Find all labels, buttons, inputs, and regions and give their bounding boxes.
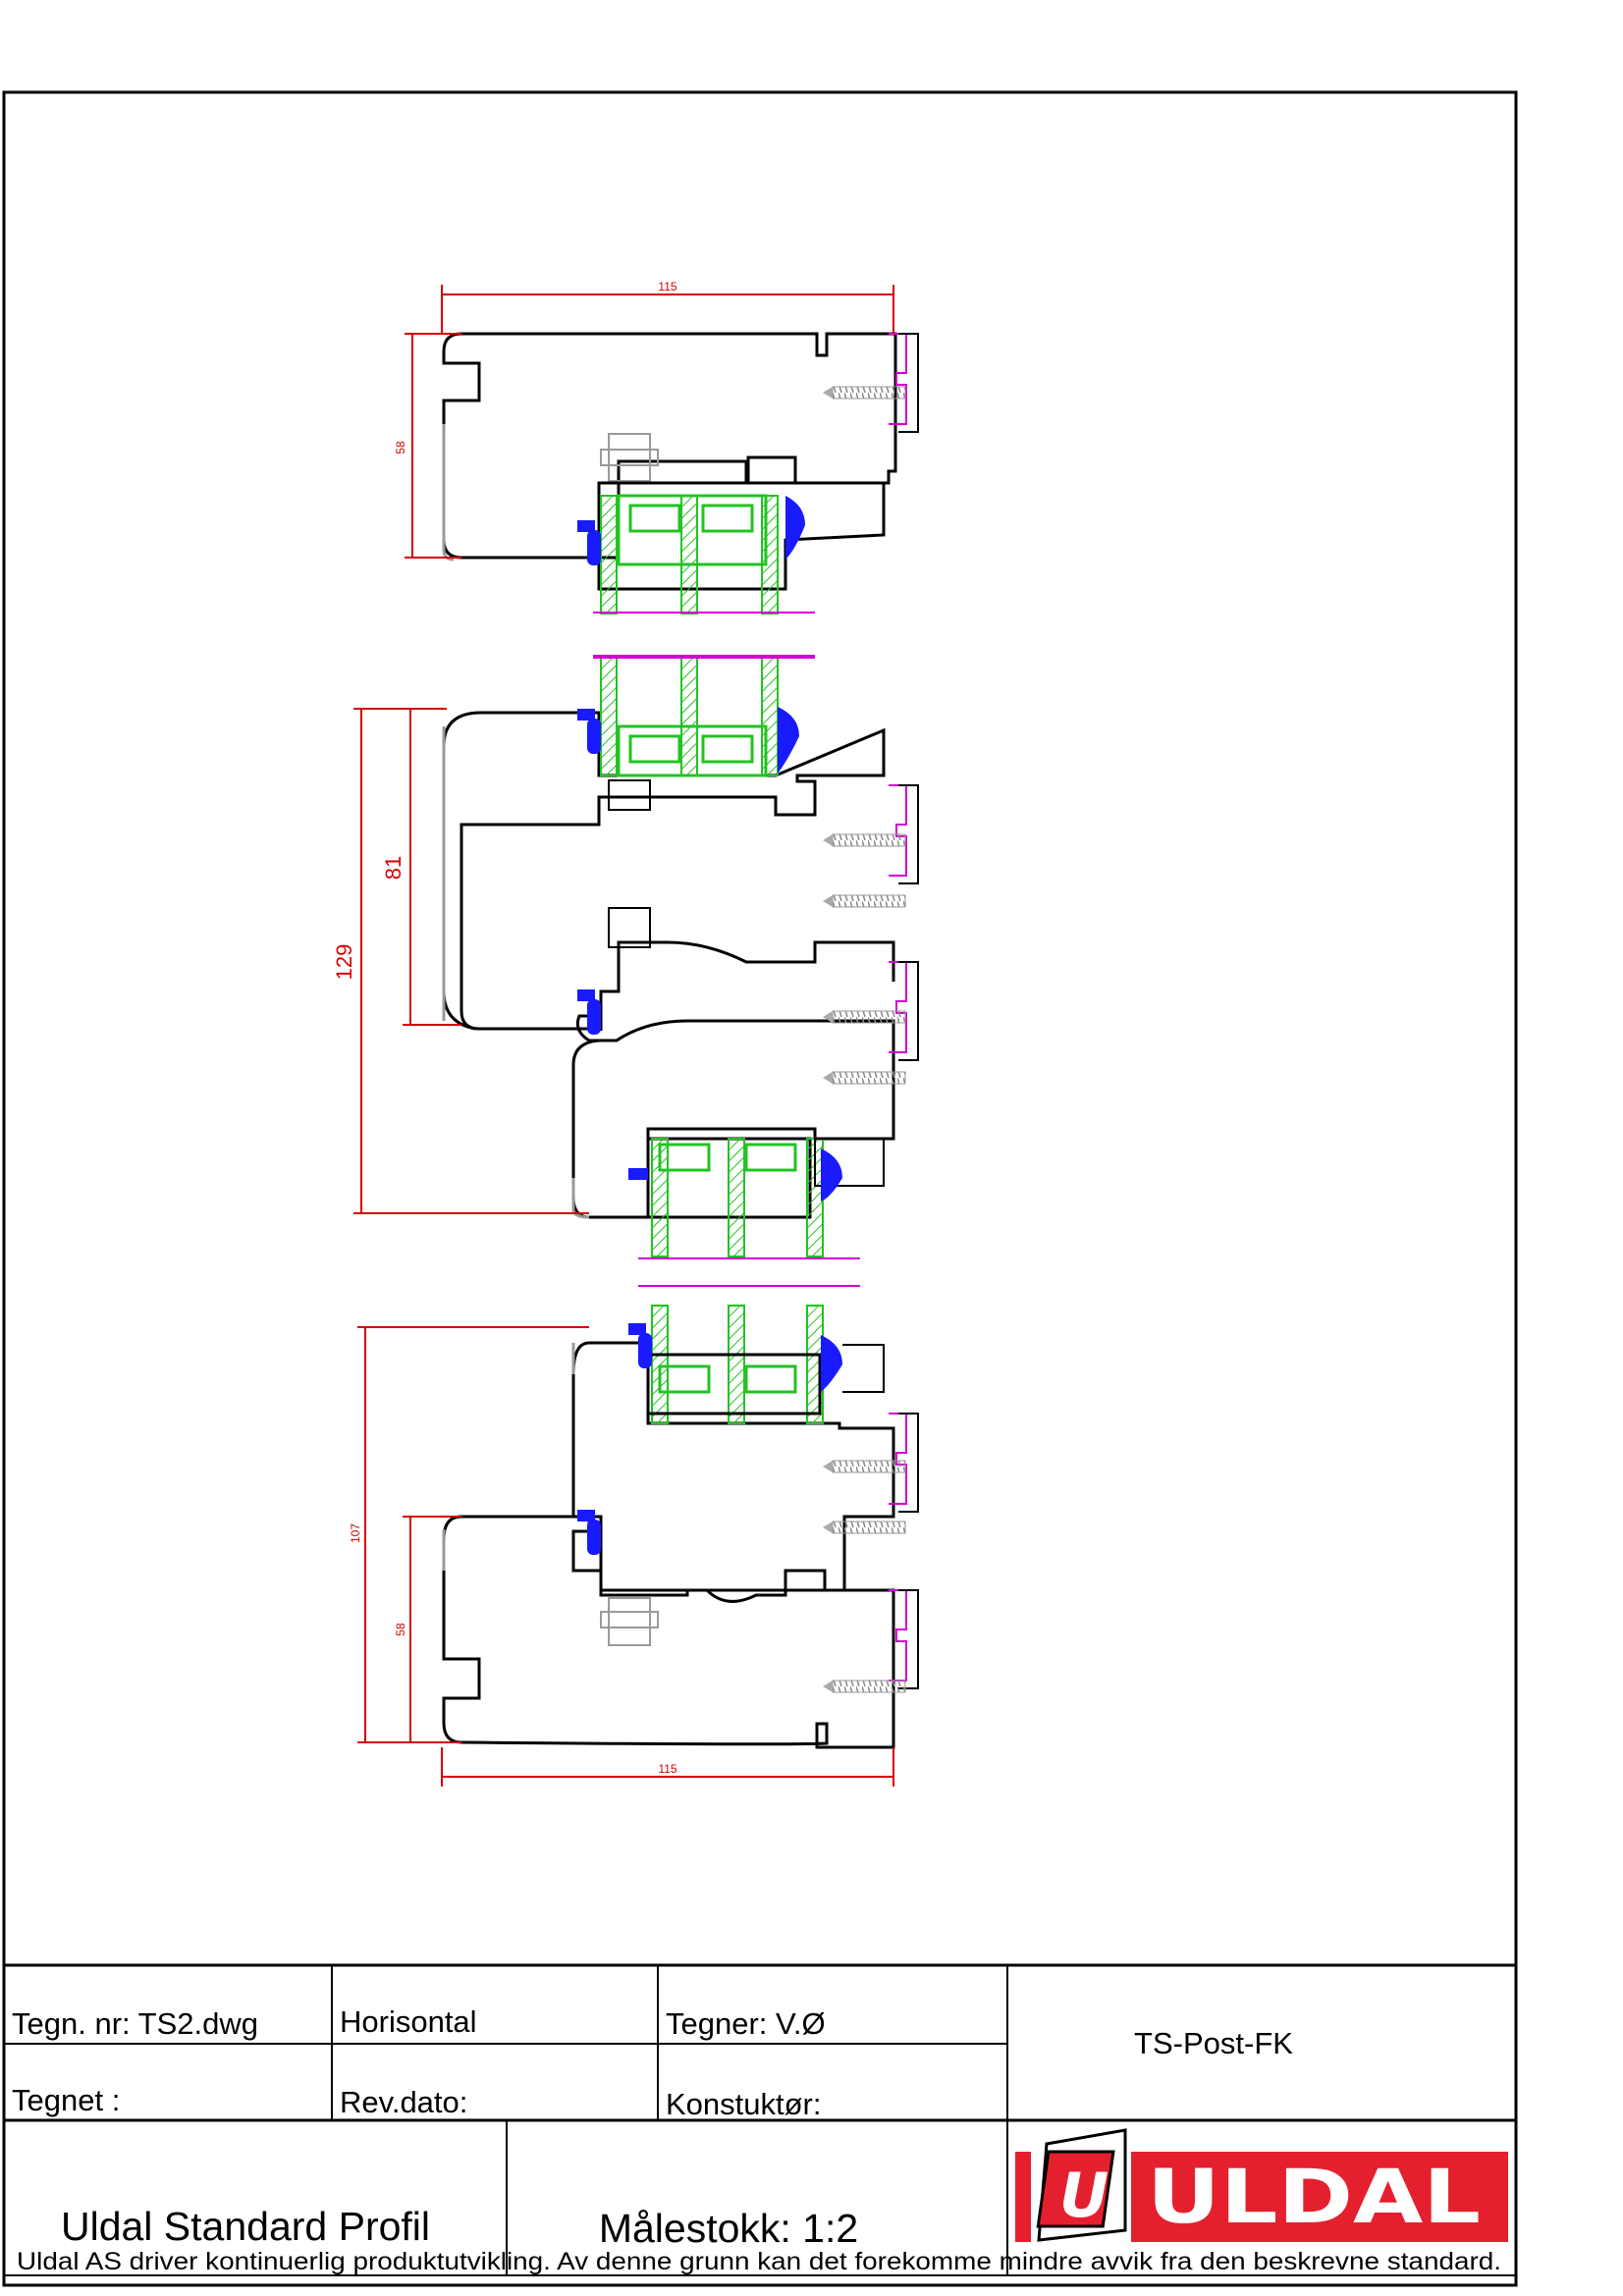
uldal-logo: U ULDAL (1015, 2128, 1508, 2242)
dim-mid-sash: 81 (381, 856, 406, 880)
disclaimer-text: Uldal AS driver kontinuerlig produktutvi… (17, 2248, 1501, 2275)
dim-bot-height: 58 (394, 1623, 407, 1636)
bottom-glass-unit (646, 1305, 824, 1424)
dim-bot-width: 115 (658, 1762, 676, 1776)
profile-name: Uldal Standard Profil (61, 2204, 430, 2249)
top-dimensions: 115 58 (394, 280, 894, 559)
logo-name: ULDAL (1147, 2153, 1481, 2240)
dim-bot-total: 107 (349, 1523, 362, 1543)
title-block: Tegn. nr: TS2.dwg Horisontal Tegner: V.Ø… (4, 1963, 1516, 2276)
product-code: TS-Post-FK (1134, 2026, 1293, 2060)
orientation-label: Horisontal (340, 2004, 477, 2039)
scale-label: Målestokk: 1:2 (599, 2206, 858, 2251)
middle-dimensions: 129 81 (332, 708, 589, 1214)
bottom-frame-section (442, 1285, 919, 1749)
middle-sash-section (442, 657, 919, 1259)
dim-top-height: 58 (394, 441, 407, 454)
bottom-dimensions: 107 58 115 (349, 1326, 894, 1787)
dim-top-width: 115 (658, 280, 676, 294)
drafter-label: Tegner: V.Ø (666, 2006, 826, 2041)
drawn-by-label: Tegnet : (12, 2083, 120, 2117)
top-frame-section (442, 332, 919, 657)
middle-upper-glass-unit (600, 657, 779, 777)
logo-mark: U (1059, 2160, 1109, 2231)
drawing-border (2, 90, 1518, 2287)
dim-mid-total: 129 (332, 944, 356, 981)
middle-lower-glass-unit (646, 1137, 824, 1257)
designer-label: Konstuktør: (666, 2087, 822, 2121)
rev-date-label: Rev.dato: (340, 2085, 467, 2119)
top-glass-unit (600, 494, 779, 614)
drawing-number: Tegn. nr: TS2.dwg (12, 2006, 258, 2041)
